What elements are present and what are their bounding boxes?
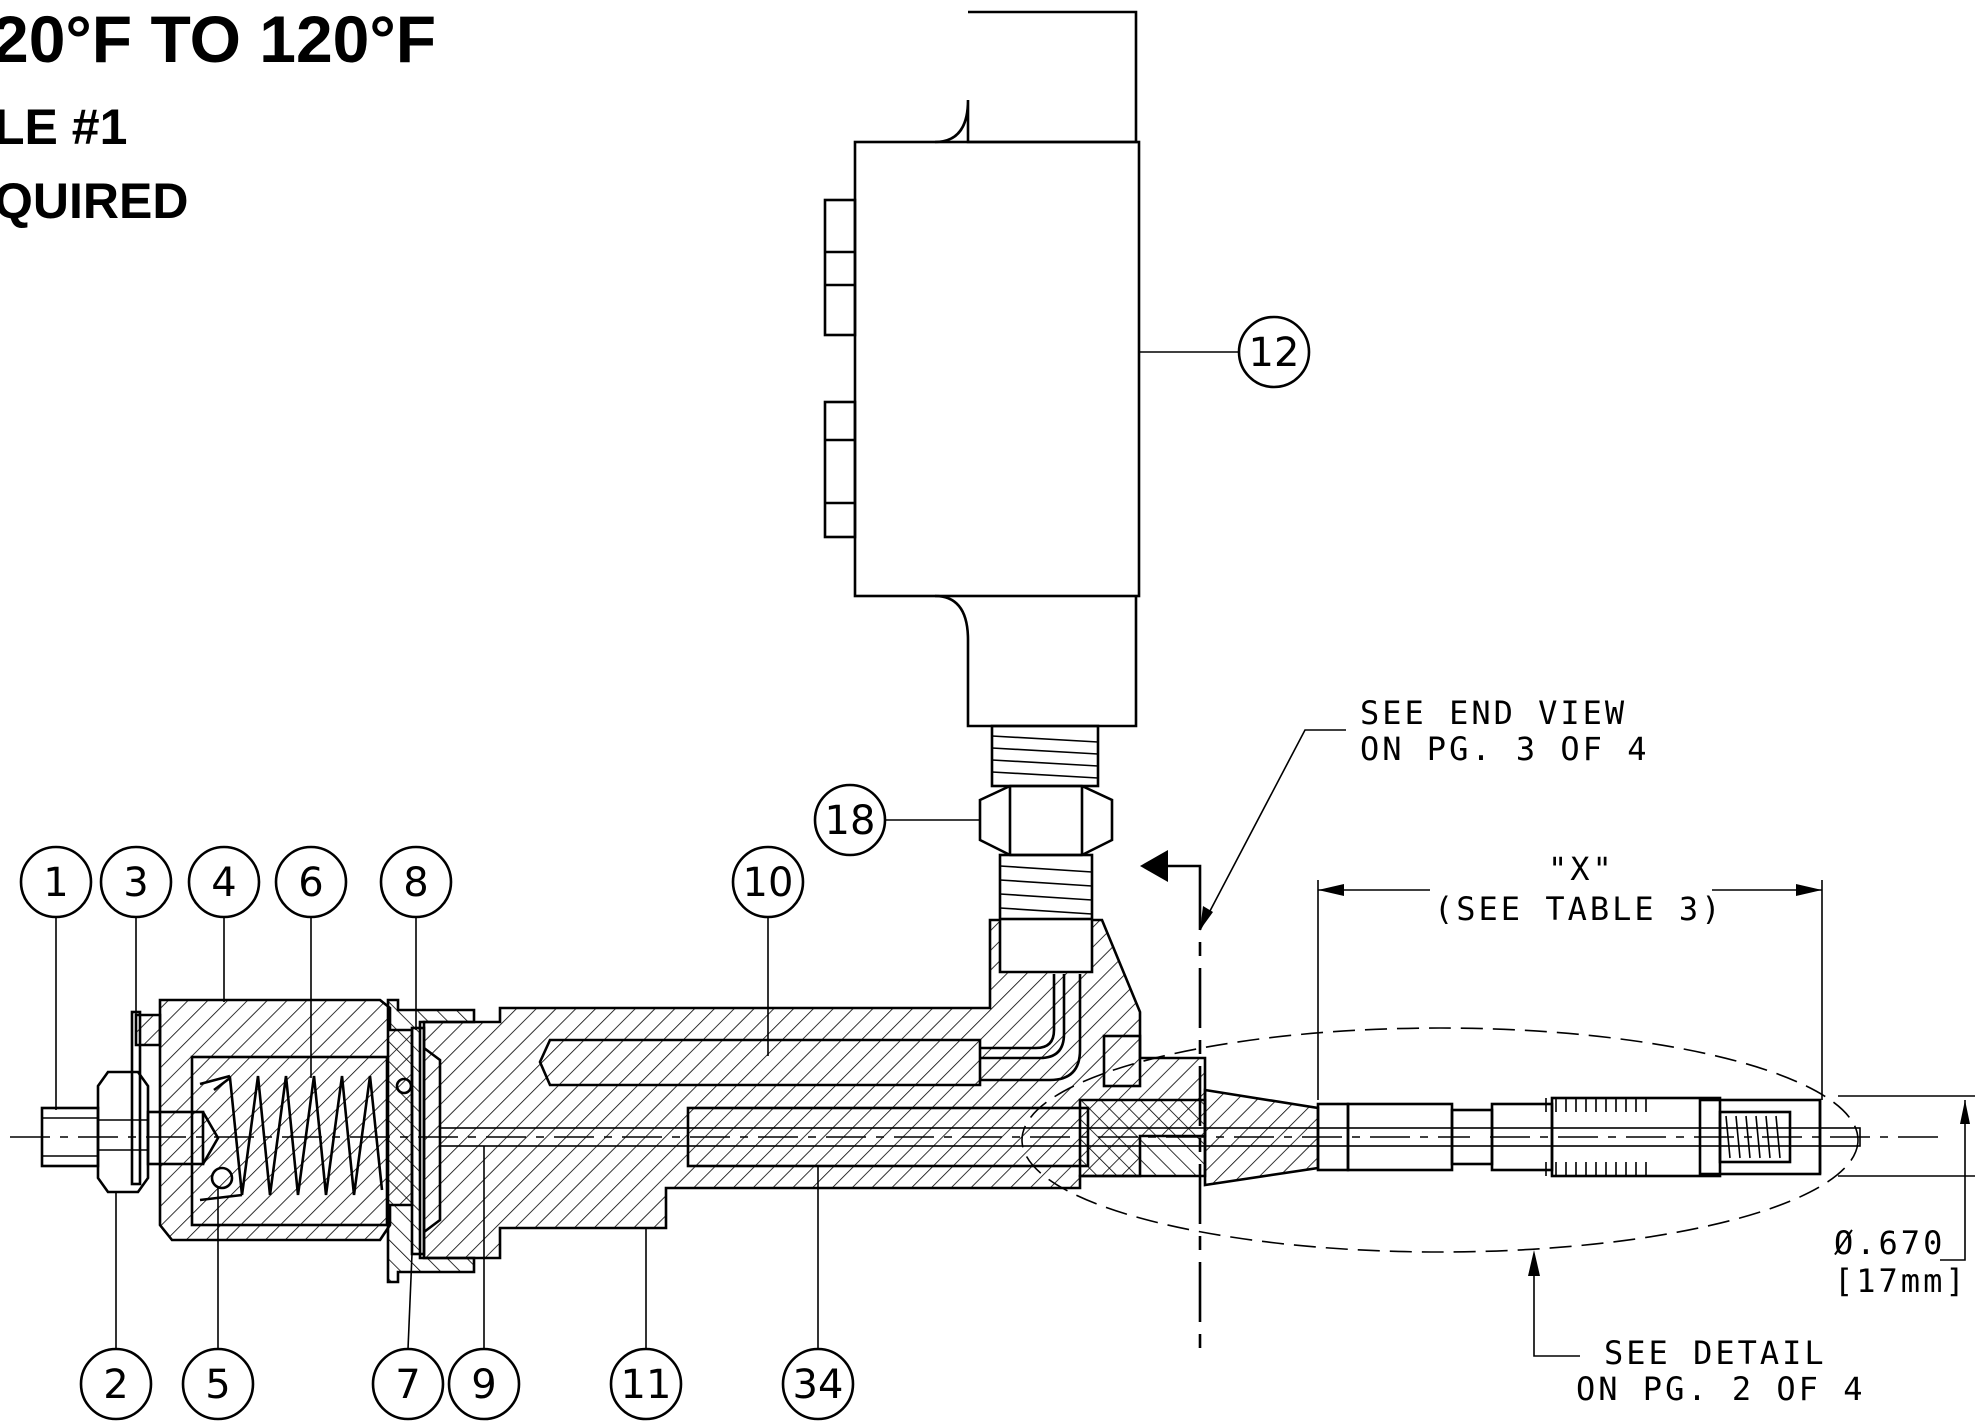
note-end-view-line2: ON PG. 3 OF 4: [1360, 730, 1649, 768]
svg-text:18: 18: [825, 798, 876, 844]
svg-text:12: 12: [1249, 330, 1300, 376]
note-diameter-metric: [17mm]: [1834, 1262, 1968, 1300]
heading-required: QUIRED: [0, 173, 188, 229]
svg-text:7: 7: [395, 1362, 420, 1408]
balloon-item-2: 2: [79, 1192, 153, 1421]
note-dimension-x: "X": [1548, 850, 1615, 888]
balloon-item-34: 34: [781, 1166, 855, 1421]
note-end-view-line1: SEE END VIEW: [1360, 694, 1627, 732]
section-cut-line: [1140, 850, 1202, 1355]
svg-text:4: 4: [211, 860, 236, 906]
balloon-item-12: 12: [1139, 315, 1311, 389]
svg-text:1: 1: [43, 860, 68, 906]
balloon-item-11: 11: [609, 1228, 683, 1421]
svg-text:2: 2: [103, 1362, 128, 1408]
end-view-leader: [1199, 729, 1346, 931]
dimension-diameter: [1838, 1095, 1975, 1261]
svg-text:9: 9: [471, 1362, 496, 1408]
balloon-item-18: 18: [813, 783, 980, 857]
balloon-item-8: 8: [379, 845, 453, 1030]
fitting-item-18: [978, 724, 1114, 921]
svg-text:6: 6: [298, 860, 323, 906]
dimension-x: [1317, 880, 1823, 1100]
balloon-item-10: 10: [731, 845, 805, 1056]
svg-text:8: 8: [403, 860, 428, 906]
balloon-item-4: 4: [187, 845, 261, 1002]
note-see-table: (SEE TABLE 3): [1434, 890, 1723, 928]
svg-text:5: 5: [205, 1362, 230, 1408]
probe-assembly: [1078, 1088, 1822, 1187]
note-diameter: Ø.670: [1834, 1224, 1945, 1262]
balloon-item-3: 3: [99, 845, 173, 1014]
heading-temperature: 20°F TO 120°F: [0, 2, 436, 76]
balloon-item-1: 1: [19, 845, 93, 1110]
balloon-item-5: 5: [181, 1188, 255, 1421]
balloon-item-9: 9: [447, 1146, 521, 1421]
svg-text:3: 3: [123, 860, 148, 906]
svg-text:11: 11: [621, 1362, 672, 1408]
balloon-item-7: 7: [371, 1253, 445, 1421]
svg-text:34: 34: [793, 1362, 844, 1408]
detail-leader: [1533, 1255, 1580, 1357]
main-body-section: [10, 918, 1940, 1284]
heading-table-ref: LE #1: [0, 99, 127, 155]
svg-text:10: 10: [743, 860, 794, 906]
detail-ellipse: [1021, 1027, 1859, 1253]
note-detail-line1: SEE DETAIL: [1604, 1334, 1827, 1372]
balloon-item-6: 6: [274, 845, 348, 1078]
housing-item-12: [823, 10, 1141, 728]
note-detail-line2: ON PG. 2 OF 4: [1576, 1370, 1865, 1408]
